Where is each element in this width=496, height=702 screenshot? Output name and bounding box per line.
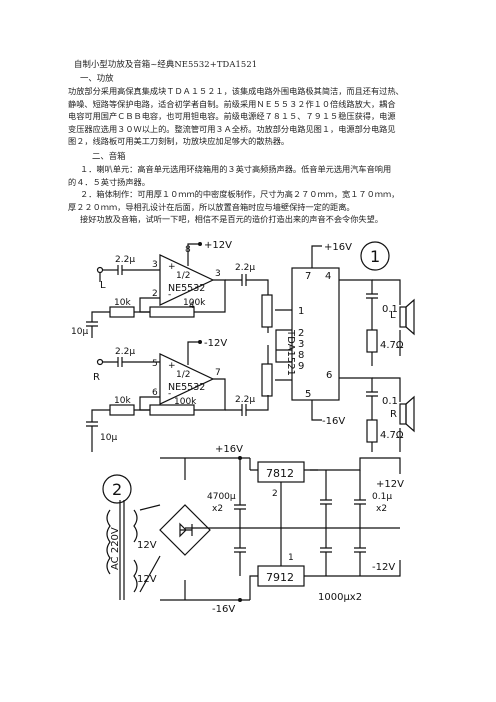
svg-text:4700μ: 4700μ [207, 492, 236, 502]
svg-text:2: 2 [112, 480, 122, 499]
section-heading-speaker: 二、音箱 [92, 151, 126, 161]
svg-text:+12V: +12V [376, 479, 404, 490]
svg-text:7812: 7812 [266, 467, 294, 480]
opamp-label: 1/2 [176, 271, 190, 281]
svg-text:R: R [390, 409, 397, 420]
svg-text:1: 1 [298, 306, 304, 317]
svg-text:1: 1 [288, 553, 294, 563]
svg-text:2.2μ: 2.2μ [235, 395, 255, 405]
paragraph-line: 功放部分采用高保真集成块ＴＤＡ１５２１，该集成电路外围电路极其简洁，而且还有过热… [68, 86, 404, 96]
paragraph-line: ２．箱体制作：可用厚１０ｍｍ的中密度板制作，尺寸为高２７０ｍｍ，宽１７０ｍｍ， [80, 189, 400, 200]
document-title: 自制小型功放及音箱~经典NE5532+TDA1521 [74, 59, 258, 69]
paragraph-line: 厚２２０ｍｍ，导相孔设计在后面，所以放置音箱时应与墙壁保持一定的距离。 [68, 201, 355, 212]
svg-text:8: 8 [298, 350, 304, 361]
svg-text:6: 6 [152, 388, 158, 398]
opamp-triangle-top [159, 254, 215, 306]
svg-text:7: 7 [215, 368, 221, 378]
svg-text:-: - [168, 389, 171, 399]
svg-text:0.1: 0.1 [382, 396, 398, 407]
paragraph-line: 图２，线路板可用美工刀刻制，功放块应加足够大的散热器。 [68, 136, 290, 147]
cap-label: 2.2μ [115, 255, 135, 265]
paragraph-line: 接好功放及音箱，试听一下吧，相信不是百元的造价打造出来的声音不会令你失望。 [80, 214, 383, 225]
cap-label: 10μ [71, 327, 88, 337]
svg-text:6: 6 [326, 370, 332, 381]
opamp-pin-minus: - [168, 290, 171, 300]
svg-text:12V: 12V [137, 540, 157, 551]
input-label: L [100, 280, 106, 291]
svg-text:+: + [168, 361, 176, 371]
svg-text:x2: x2 [212, 504, 223, 514]
svg-text:10μ: 10μ [100, 433, 117, 443]
svg-text:9: 9 [298, 361, 304, 372]
section-heading-amplifier: 一、功放 [80, 73, 114, 83]
svg-text:-16V: -16V [322, 416, 345, 427]
svg-text:-16V: -16V [212, 604, 235, 615]
svg-text:R: R [93, 372, 100, 383]
svg-text:4: 4 [325, 271, 331, 282]
pin-label: 3 [215, 269, 221, 279]
svg-text:100k: 100k [174, 397, 197, 407]
svg-text:10k: 10k [114, 396, 131, 406]
speaker-paragraph: １．喇叭单元：高音单元选用环绕箱用的３英寸高频扬声器。低音单元选用汽车音响用 的… [68, 163, 424, 226]
opamp-label: NE5532 [168, 283, 205, 294]
figure-number: 1 [370, 247, 380, 266]
opamp-triangle-bottom [159, 353, 215, 405]
svg-text:-12V: -12V [372, 562, 395, 573]
svg-text:4.7Ω: 4.7Ω [380, 430, 404, 441]
svg-text:5: 5 [152, 359, 158, 369]
svg-text:5: 5 [305, 389, 311, 400]
svg-text:1000μx2: 1000μx2 [318, 592, 362, 603]
amplifier-paragraph: 功放部分采用高保真集成块ＴＤＡ１５２１，该集成电路外围电路极其简洁，而且还有过热… [68, 85, 424, 148]
supply-label: +12V [204, 240, 232, 251]
svg-text:3: 3 [298, 339, 304, 350]
paragraph-line: 静噪、短路等保护电路，适合初学者自制。前级采用ＮＥ５５３２作１０倍线路放大，耦合 [68, 98, 396, 109]
svg-text:7912: 7912 [266, 571, 294, 584]
opamp-pin-plus: + [168, 262, 176, 272]
pin-label: 3 [152, 260, 158, 270]
svg-text:7: 7 [305, 271, 311, 282]
svg-text:NE5532: NE5532 [168, 382, 205, 393]
figure-number-circle [360, 241, 390, 271]
resistor-label: 10k [114, 298, 131, 308]
svg-text:TDA1521: TDA1521 [285, 329, 296, 376]
svg-text:x2: x2 [376, 504, 387, 514]
paragraph-line: 的４．５英寸扬声器。 [68, 176, 150, 187]
paragraph-line: １．喇叭单元：高音单元选用环绕箱用的３英寸高频扬声器。低音单元选用汽车音响用 [80, 164, 392, 174]
tda1521-chip [291, 267, 340, 401]
svg-text:2: 2 [298, 328, 304, 339]
svg-text:+16V: +16V [215, 444, 243, 455]
resistor-label: 100k [183, 298, 206, 308]
pin-label: 2 [152, 289, 158, 299]
svg-text:L: L [390, 310, 396, 321]
svg-text:2: 2 [272, 489, 278, 499]
svg-text:AC 220V: AC 220V [110, 527, 121, 570]
paragraph-line: 变压器应选用３０Ｗ以上的。整流管可用３Ａ全桥。功放部分电路见图１，电源部分电路见 [68, 123, 396, 134]
paragraph-line: 电容可用国产ＣＢＢ电容，也可用钽电容。前级电源经７８１５、７９１５稳压获得，电源 [68, 111, 396, 122]
svg-text:0.1μ: 0.1μ [372, 492, 392, 502]
svg-text:+16V: +16V [324, 242, 352, 253]
svg-text:2.2μ: 2.2μ [115, 347, 135, 357]
svg-text:0.1: 0.1 [382, 304, 398, 315]
cap-label: 2.2μ [235, 263, 255, 273]
svg-text:-12V: -12V [204, 338, 227, 349]
svg-text:4.7Ω: 4.7Ω [380, 340, 404, 351]
pin-label: 4 [189, 301, 195, 311]
svg-text:1/2: 1/2 [176, 370, 190, 380]
